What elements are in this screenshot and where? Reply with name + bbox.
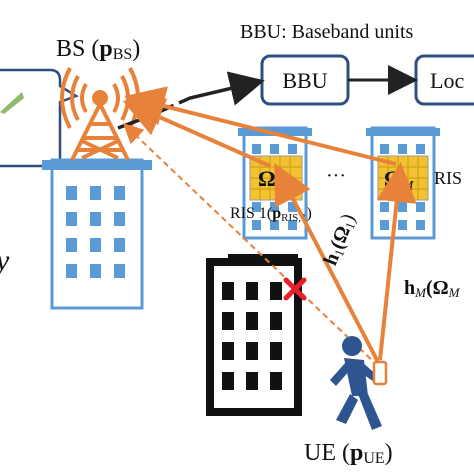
- ris-right-label: RIS: [434, 168, 462, 188]
- ue-label: UE (pUE): [304, 440, 393, 467]
- ris-ellipsis: ···: [326, 165, 346, 187]
- left-y-label: y: [0, 244, 10, 277]
- ue-phone-icon: [372, 360, 388, 386]
- ue-to-bs-dashed: [123, 123, 379, 367]
- hM-label: hM(ΩM: [404, 277, 461, 300]
- h1-label: h1(Ω1): [319, 211, 360, 269]
- bs-building: [42, 158, 152, 310]
- risM-to-bs-path: [124, 86, 397, 166]
- bbu-box-label: BBU: [282, 68, 327, 93]
- bs-antenna-icon: [60, 67, 140, 161]
- signal-paths: [122, 86, 417, 367]
- bbu-header: BBU: Baseband units: [240, 21, 414, 43]
- ue-to-risM-path: [376, 162, 417, 361]
- blocked-los-icon: [283, 277, 307, 301]
- loc-box-label: Loc: [430, 68, 464, 93]
- bs-label: BS (pBS): [56, 36, 140, 63]
- blocking-building: [206, 254, 302, 416]
- ue-to-ris1-path: [274, 162, 380, 363]
